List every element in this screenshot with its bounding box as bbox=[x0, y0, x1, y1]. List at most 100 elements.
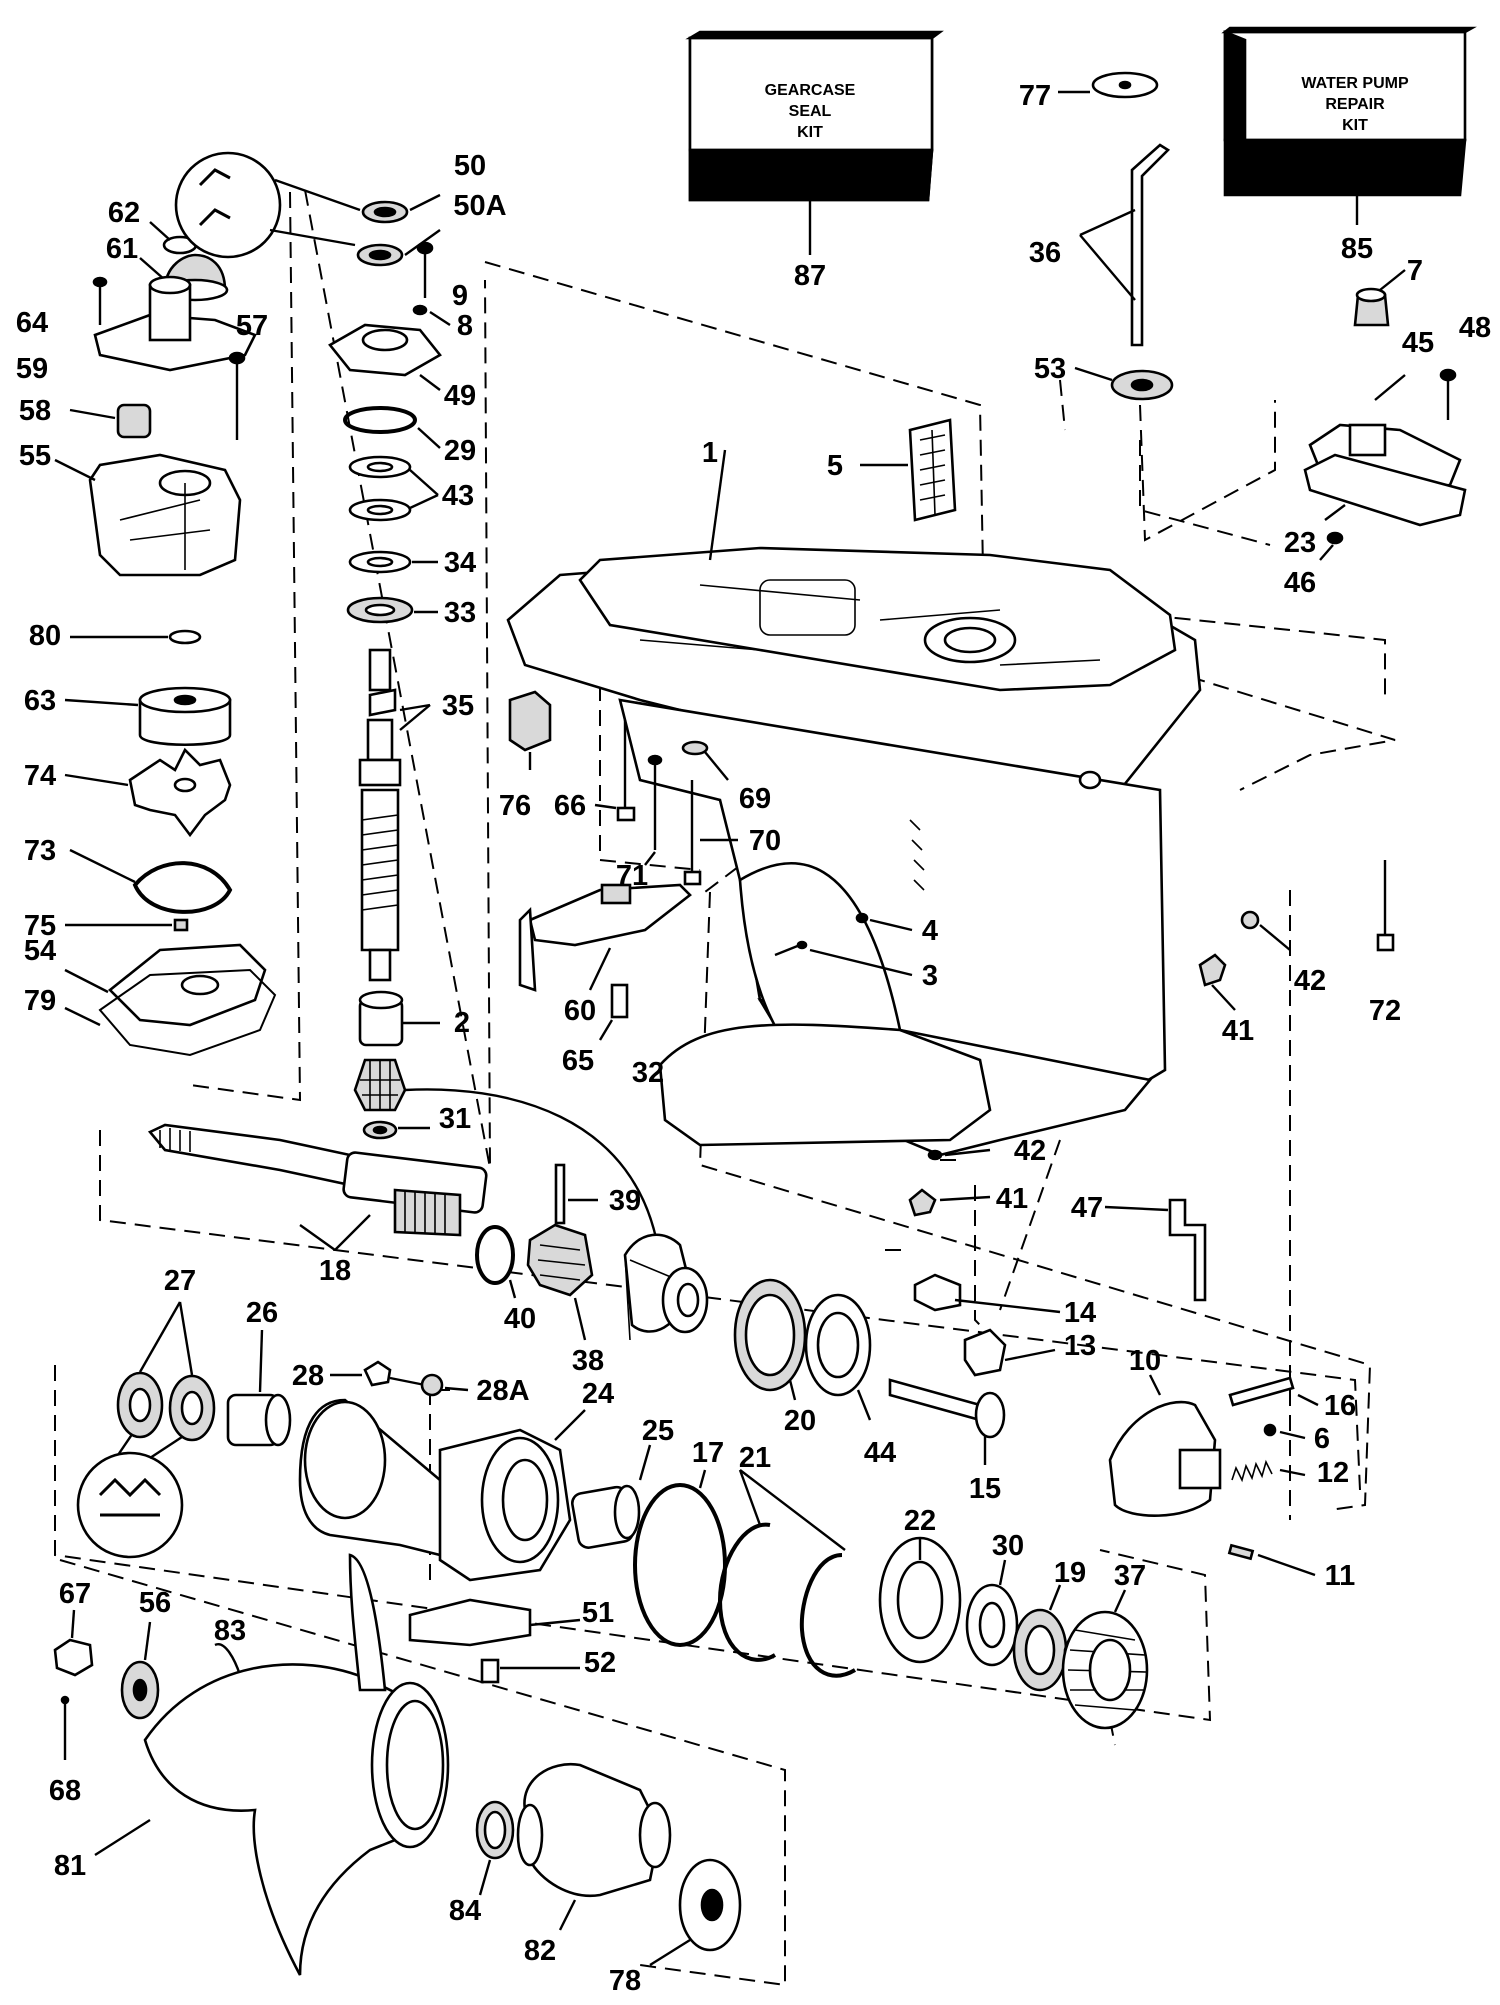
label-83: 83 bbox=[214, 1615, 246, 1647]
part-labels: 1 2 3 4 5 6 7 8 9 10 11 12 13 14 15 16 1… bbox=[16, 80, 1491, 1997]
label-45: 45 bbox=[1402, 327, 1434, 359]
label-22: 22 bbox=[904, 1505, 936, 1537]
pump-kit-line-1: WATER PUMP bbox=[1301, 75, 1409, 92]
label-57: 57 bbox=[236, 310, 268, 342]
label-17: 17 bbox=[692, 1437, 724, 1469]
label-3: 3 bbox=[922, 960, 938, 992]
label-48: 48 bbox=[1459, 312, 1491, 344]
label-68: 68 bbox=[49, 1775, 81, 1807]
label-12: 12 bbox=[1317, 1457, 1349, 1489]
label-63: 63 bbox=[24, 685, 56, 717]
label-23: 23 bbox=[1284, 527, 1316, 559]
label-74: 74 bbox=[24, 760, 56, 792]
label-42-upper: 42 bbox=[1294, 965, 1326, 997]
label-29: 29 bbox=[444, 435, 476, 467]
water-tube-parts bbox=[1058, 71, 1467, 561]
label-32: 32 bbox=[632, 1057, 664, 1089]
label-79: 79 bbox=[24, 985, 56, 1017]
label-5: 5 bbox=[827, 450, 843, 482]
label-30: 30 bbox=[992, 1530, 1024, 1562]
label-35: 35 bbox=[442, 690, 474, 722]
label-41-upper: 41 bbox=[1222, 1015, 1254, 1047]
label-36: 36 bbox=[1029, 237, 1061, 269]
label-69: 69 bbox=[739, 783, 771, 815]
label-41-lower: 41 bbox=[996, 1183, 1028, 1215]
label-85: 85 bbox=[1341, 233, 1373, 265]
label-7: 7 bbox=[1407, 255, 1423, 287]
label-4: 4 bbox=[922, 915, 938, 947]
anode-5 bbox=[860, 418, 957, 522]
label-72: 72 bbox=[1369, 995, 1401, 1027]
label-52: 52 bbox=[584, 1647, 616, 1679]
label-55: 55 bbox=[19, 440, 51, 472]
label-37: 37 bbox=[1114, 1560, 1146, 1592]
gearcase-kit-line-2: SEAL bbox=[789, 103, 832, 120]
label-59: 59 bbox=[16, 353, 48, 385]
label-26: 26 bbox=[246, 1297, 278, 1329]
pump-parts bbox=[54, 221, 277, 1057]
bearing-housing-parts bbox=[76, 1301, 1149, 1730]
shift-parts bbox=[888, 1198, 1319, 1577]
label-61: 61 bbox=[106, 233, 138, 265]
label-56: 56 bbox=[139, 1587, 171, 1619]
label-21: 21 bbox=[739, 1442, 771, 1474]
label-31: 31 bbox=[439, 1103, 471, 1135]
gearcase-housing bbox=[506, 449, 1202, 1157]
label-84: 84 bbox=[449, 1895, 481, 1927]
gearcase-kit-line-3: KIT bbox=[797, 124, 823, 141]
label-44: 44 bbox=[864, 1437, 896, 1469]
label-8: 8 bbox=[457, 310, 473, 342]
label-53: 53 bbox=[1034, 353, 1066, 385]
label-2: 2 bbox=[454, 1007, 470, 1039]
label-76: 76 bbox=[499, 790, 531, 822]
label-77: 77 bbox=[1019, 80, 1051, 112]
label-58: 58 bbox=[19, 395, 51, 427]
pump-kit-line-2: REPAIR bbox=[1325, 96, 1385, 113]
label-34: 34 bbox=[444, 547, 476, 579]
label-28: 28 bbox=[292, 1360, 324, 1392]
propshaft-parts bbox=[147, 1123, 872, 1421]
label-50a: 50A bbox=[453, 190, 506, 222]
label-42-lower: 42 bbox=[1014, 1135, 1046, 1167]
label-15: 15 bbox=[969, 1473, 1001, 1505]
label-75: 75 bbox=[24, 910, 56, 942]
label-54: 54 bbox=[24, 935, 56, 967]
label-50: 50 bbox=[454, 150, 486, 182]
label-70: 70 bbox=[749, 825, 781, 857]
water-pump-repair-kit-box: WATER PUMP REPAIR KIT bbox=[1221, 26, 1477, 225]
label-66: 66 bbox=[554, 790, 586, 822]
label-80: 80 bbox=[29, 620, 61, 652]
label-10: 10 bbox=[1129, 1345, 1161, 1377]
label-49: 49 bbox=[444, 380, 476, 412]
label-71: 71 bbox=[616, 860, 648, 892]
label-81: 81 bbox=[54, 1850, 86, 1882]
label-9: 9 bbox=[452, 280, 468, 312]
label-39: 39 bbox=[609, 1185, 641, 1217]
gearcase-kit-line-1: GEARCASE bbox=[765, 82, 856, 99]
label-20: 20 bbox=[784, 1405, 816, 1437]
driveshaft-parts bbox=[174, 151, 662, 1261]
label-24: 24 bbox=[582, 1378, 614, 1410]
label-13: 13 bbox=[1064, 1330, 1096, 1362]
gearcase-seal-kit-box: GEARCASE SEAL KIT bbox=[685, 30, 944, 255]
label-43: 43 bbox=[442, 480, 474, 512]
label-27: 27 bbox=[164, 1265, 196, 1297]
label-16: 16 bbox=[1324, 1390, 1356, 1422]
label-47: 47 bbox=[1071, 1192, 1103, 1224]
label-78: 78 bbox=[609, 1965, 641, 1997]
label-65: 65 bbox=[562, 1045, 594, 1077]
label-14: 14 bbox=[1064, 1297, 1096, 1329]
label-33: 33 bbox=[444, 597, 476, 629]
label-19: 19 bbox=[1054, 1557, 1086, 1589]
label-60: 60 bbox=[564, 995, 596, 1027]
label-46: 46 bbox=[1284, 567, 1316, 599]
label-73: 73 bbox=[24, 835, 56, 867]
label-38: 38 bbox=[572, 1345, 604, 1377]
label-28a: 28A bbox=[476, 1375, 529, 1407]
label-62: 62 bbox=[108, 197, 140, 229]
label-18: 18 bbox=[319, 1255, 351, 1287]
label-6: 6 bbox=[1314, 1423, 1330, 1455]
label-82: 82 bbox=[524, 1935, 556, 1967]
label-1: 1 bbox=[702, 437, 718, 469]
